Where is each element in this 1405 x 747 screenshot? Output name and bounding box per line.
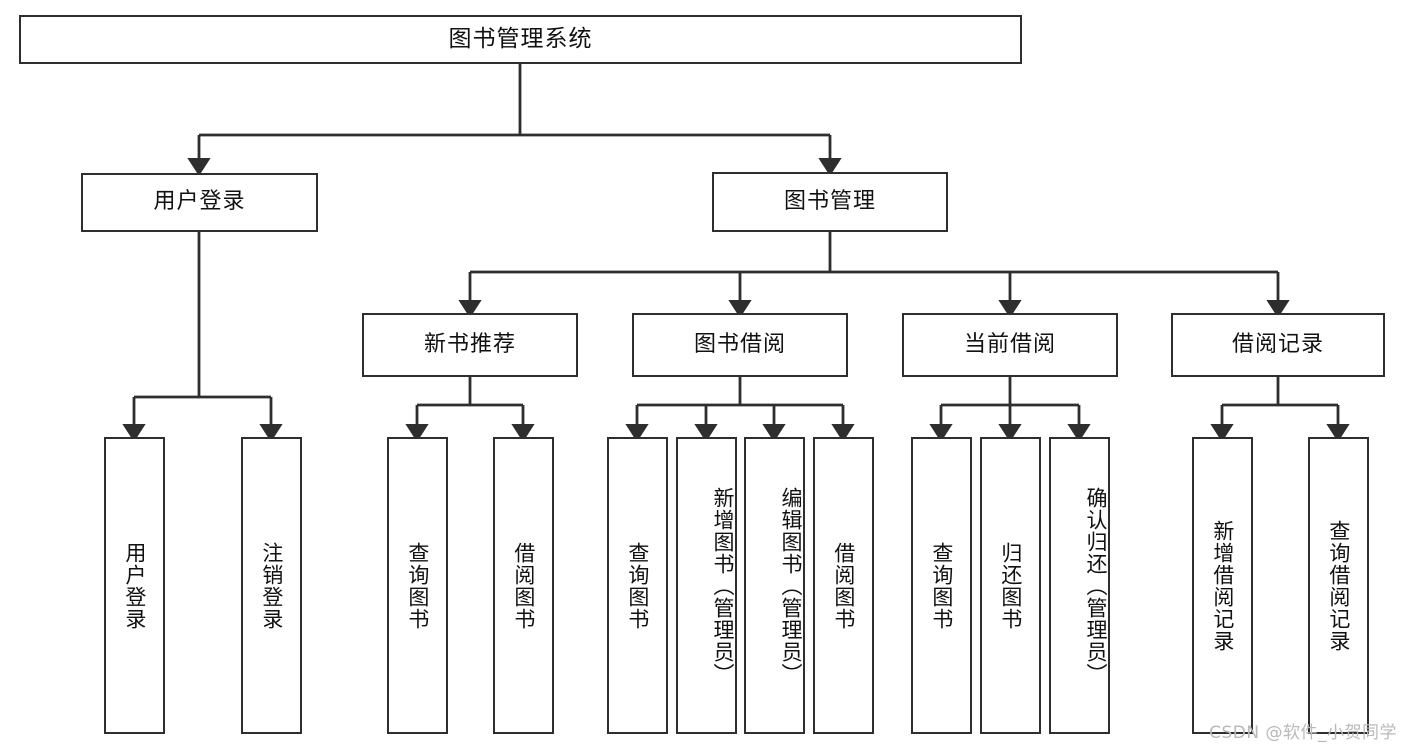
leaf-query-book-3-label: 查询图书 — [929, 541, 954, 630]
leaf-query-book-1-label: 查询图书 — [405, 541, 430, 630]
leaf-add-record[interactable]: 新增借阅记录 — [1192, 437, 1253, 734]
leaf-query-record[interactable]: 查询借阅记录 — [1308, 437, 1369, 734]
leaf-add-book[interactable]: 新增图书（管理员） — [676, 437, 737, 734]
leaf-add-record-label: 新增借阅记录 — [1210, 519, 1235, 652]
node-borrow-record[interactable]: 借阅记录 — [1171, 313, 1385, 377]
node-new-book-recommend[interactable]: 新书推荐 — [362, 313, 578, 377]
leaf-return-book-label: 归还图书 — [998, 541, 1023, 630]
node-book-manage[interactable]: 图书管理 — [712, 172, 948, 232]
leaf-user-login[interactable]: 用户登录 — [104, 437, 165, 734]
node-book-borrow-label: 图书借阅 — [693, 331, 786, 357]
node-borrow-record-label: 借阅记录 — [1231, 331, 1324, 357]
leaf-borrow-book-2-label: 借阅图书 — [831, 541, 856, 630]
node-root[interactable]: 图书管理系统 — [19, 15, 1022, 64]
leaf-borrow-book-1[interactable]: 借阅图书 — [493, 437, 554, 734]
leaf-query-book-2-label: 查询图书 — [625, 541, 650, 630]
node-root-label: 图书管理系统 — [448, 25, 593, 52]
node-user-login-label: 用户登录 — [153, 189, 246, 215]
node-user-login[interactable]: 用户登录 — [81, 173, 318, 232]
leaf-query-book-2[interactable]: 查询图书 — [607, 437, 668, 734]
leaf-confirm-return-label: 确认归还（管理员） — [1084, 486, 1108, 685]
node-new-book-recommend-label: 新书推荐 — [423, 331, 516, 357]
leaf-confirm-return[interactable]: 确认归还（管理员） — [1049, 437, 1110, 734]
leaf-edit-book-label: 编辑图书（管理员） — [779, 486, 803, 685]
leaf-user-login-label: 用户登录 — [122, 541, 147, 630]
leaf-borrow-book-1-label: 借阅图书 — [511, 541, 536, 630]
leaf-return-book[interactable]: 归还图书 — [980, 437, 1041, 734]
leaf-edit-book[interactable]: 编辑图书（管理员） — [744, 437, 805, 734]
node-current-borrow-label: 当前借阅 — [963, 331, 1056, 357]
node-current-borrow[interactable]: 当前借阅 — [902, 313, 1118, 377]
leaf-query-record-label: 查询借阅记录 — [1326, 519, 1351, 652]
leaf-add-book-label: 新增图书（管理员） — [711, 486, 735, 685]
leaf-query-book-1[interactable]: 查询图书 — [387, 437, 448, 734]
leaf-borrow-book-2[interactable]: 借阅图书 — [813, 437, 874, 734]
node-book-manage-label: 图书管理 — [783, 188, 876, 214]
leaf-logout-login-label: 注销登录 — [259, 541, 284, 630]
leaf-query-book-3[interactable]: 查询图书 — [911, 437, 972, 734]
node-book-borrow[interactable]: 图书借阅 — [632, 313, 848, 377]
leaf-logout-login[interactable]: 注销登录 — [241, 437, 302, 734]
